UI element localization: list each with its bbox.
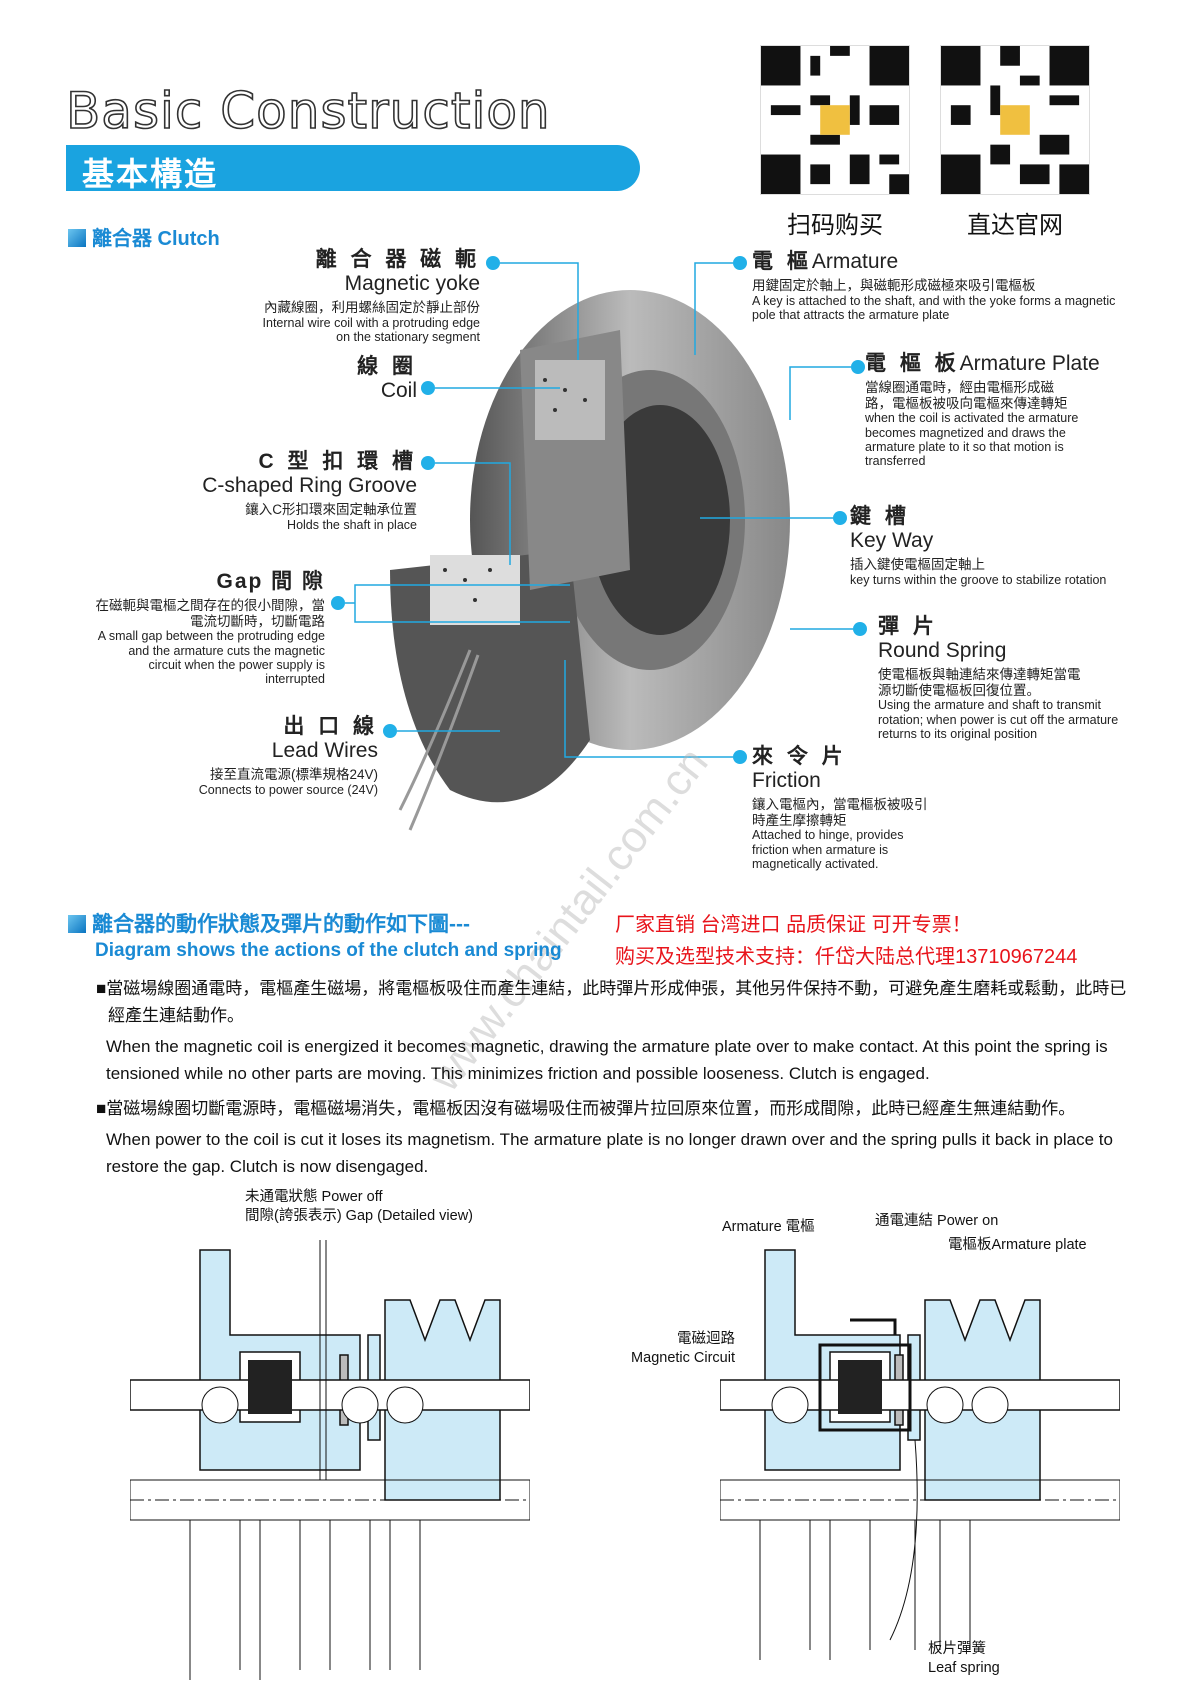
diagram-power-off xyxy=(130,1240,530,1680)
clutch-cutaway-illustration xyxy=(390,290,790,831)
square-bullet-icon xyxy=(68,915,86,933)
promo-line-2: 购买及选型技术支持：仟岱大陆总代理13710967244 xyxy=(615,946,1078,968)
callout-dot xyxy=(833,511,847,525)
callout-dot xyxy=(733,750,747,764)
callout-dot xyxy=(486,256,500,270)
action-section-heading: 離合器的動作狀態及彈片的動作如下圖--- xyxy=(68,908,470,938)
promo-line-1: 厂家直销 台湾进口 品质保证 可开专票！ xyxy=(615,914,972,936)
part-label-armature-plate: 電 樞 板Armature Plate 當線圈通電時，經由電樞形成磁路，電樞板被… xyxy=(865,352,1100,469)
page-title: Basic Construction xyxy=(65,81,551,141)
paragraph-engaged: ■當磁場線圈通電時，電樞產生磁場，將電樞板吸住而產生連結，此時彈片形成伸張，其他… xyxy=(96,979,1127,1083)
callout-dot xyxy=(733,256,747,270)
clutch-section-heading: 離合器 Clutch xyxy=(68,222,220,251)
callout-dot xyxy=(421,456,435,470)
diagram-power-on xyxy=(720,1249,1120,1660)
callout-lines xyxy=(345,262,853,758)
callout-dot xyxy=(853,622,867,636)
callout-dot xyxy=(331,596,345,610)
qr-caption-website: 直达官网 xyxy=(967,212,1063,239)
label-power-on: 通電連結 Power on xyxy=(875,1213,999,1229)
action-section-subtitle: Diagram shows the actions of the clutch … xyxy=(95,940,562,961)
qr-code-website[interactable] xyxy=(940,45,1090,195)
qr-code-buy[interactable] xyxy=(760,45,910,195)
paragraph-disengaged: ■當磁場線圈切斷電源時，電樞磁場消失，電樞板因沒有磁場吸住而被彈片拉回原來位置，… xyxy=(96,1099,1113,1176)
title-zh: 基本構造 xyxy=(82,156,219,192)
label-armature-plate: 電樞板Armature plate xyxy=(948,1237,1087,1253)
label-armature: Armature 電樞 xyxy=(722,1219,815,1235)
callout-dot xyxy=(421,381,435,395)
title-banner: 基本構造 xyxy=(66,145,640,192)
square-bullet-icon xyxy=(68,229,86,247)
callout-dot xyxy=(851,360,865,374)
qr-caption-buy: 扫码购买 xyxy=(787,212,883,239)
callout-dot xyxy=(383,724,397,738)
